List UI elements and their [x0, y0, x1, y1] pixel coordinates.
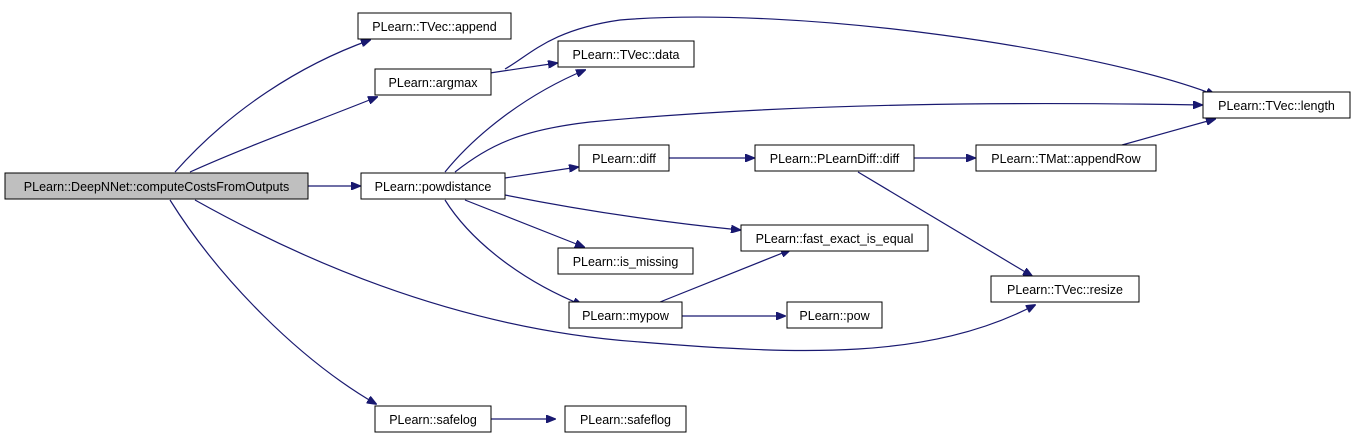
node-label-ismissing: PLearn::is_missing: [573, 255, 679, 269]
node-ismissing[interactable]: PLearn::is_missing: [557, 247, 694, 275]
edge-argmax-to-data: [489, 63, 557, 74]
node-label-diff: PLearn::diff: [592, 152, 656, 166]
node-label-data: PLearn::TVec::data: [572, 48, 679, 62]
node-safeflog[interactable]: PLearn::safeflog: [564, 405, 687, 433]
node-root[interactable]: PLearn::DeepNNet::computeCostsFromOutput…: [4, 172, 309, 200]
node-argmax[interactable]: PLearn::argmax: [374, 68, 492, 96]
edge-appendrow-to-length: [1121, 119, 1215, 146]
edge-powdistance-to-data: [444, 70, 585, 173]
edge-mypow-to-fastequal: [659, 250, 790, 303]
node-length[interactable]: PLearn::TVec::length: [1202, 91, 1351, 119]
node-mypow[interactable]: PLearn::mypow: [568, 301, 683, 329]
node-label-root: PLearn::DeepNNet::computeCostsFromOutput…: [24, 180, 289, 194]
node-label-length: PLearn::TVec::length: [1218, 99, 1335, 113]
node-safelog[interactable]: PLearn::safelog: [374, 405, 492, 433]
node-label-powdistance: PLearn::powdistance: [375, 180, 492, 194]
edge-root-to-append: [174, 40, 370, 173]
node-label-mypow: PLearn::mypow: [582, 309, 670, 323]
node-diff[interactable]: PLearn::diff: [578, 144, 670, 172]
node-powdistance[interactable]: PLearn::powdistance: [360, 172, 506, 200]
node-label-resize: PLearn::TVec::resize: [1007, 283, 1123, 297]
node-data[interactable]: PLearn::TVec::data: [557, 40, 695, 68]
edge-argmax-to-length: [504, 16, 1215, 95]
node-label-appendrow: PLearn::TMat::appendRow: [991, 152, 1141, 166]
node-label-plearndiff: PLearn::PLearnDiff::diff: [770, 152, 900, 166]
nodes-group: PLearn::DeepNNet::computeCostsFromOutput…: [4, 12, 1351, 433]
node-label-pow: PLearn::pow: [799, 309, 870, 323]
edge-powdistance-to-length: [454, 104, 1202, 173]
node-label-argmax: PLearn::argmax: [389, 76, 479, 90]
node-label-safeflog: PLearn::safeflog: [580, 413, 671, 427]
node-plearndiff[interactable]: PLearn::PLearnDiff::diff: [754, 144, 915, 172]
node-label-fastequal: PLearn::fast_exact_is_equal: [756, 232, 914, 246]
edge-powdistance-to-diff: [504, 167, 578, 179]
edge-powdistance-to-fastequal: [504, 194, 740, 230]
node-pow[interactable]: PLearn::pow: [786, 301, 883, 329]
node-appendrow[interactable]: PLearn::TMat::appendRow: [975, 144, 1157, 172]
edge-root-to-argmax: [189, 97, 377, 173]
edge-powdistance-to-ismissing: [464, 199, 584, 247]
edge-root-to-safelog: [169, 199, 376, 404]
node-label-safelog: PLearn::safelog: [389, 413, 477, 427]
edge-root-to-resize: [194, 199, 1035, 352]
edge-powdistance-to-mypow: [444, 199, 582, 305]
node-label-append: PLearn::TVec::append: [372, 20, 496, 34]
edge-plearndiff-to-resize: [857, 171, 1032, 276]
node-append[interactable]: PLearn::TVec::append: [357, 12, 512, 40]
edges-group: [169, 16, 1215, 419]
node-fastequal[interactable]: PLearn::fast_exact_is_equal: [740, 224, 929, 252]
node-resize[interactable]: PLearn::TVec::resize: [990, 275, 1140, 303]
